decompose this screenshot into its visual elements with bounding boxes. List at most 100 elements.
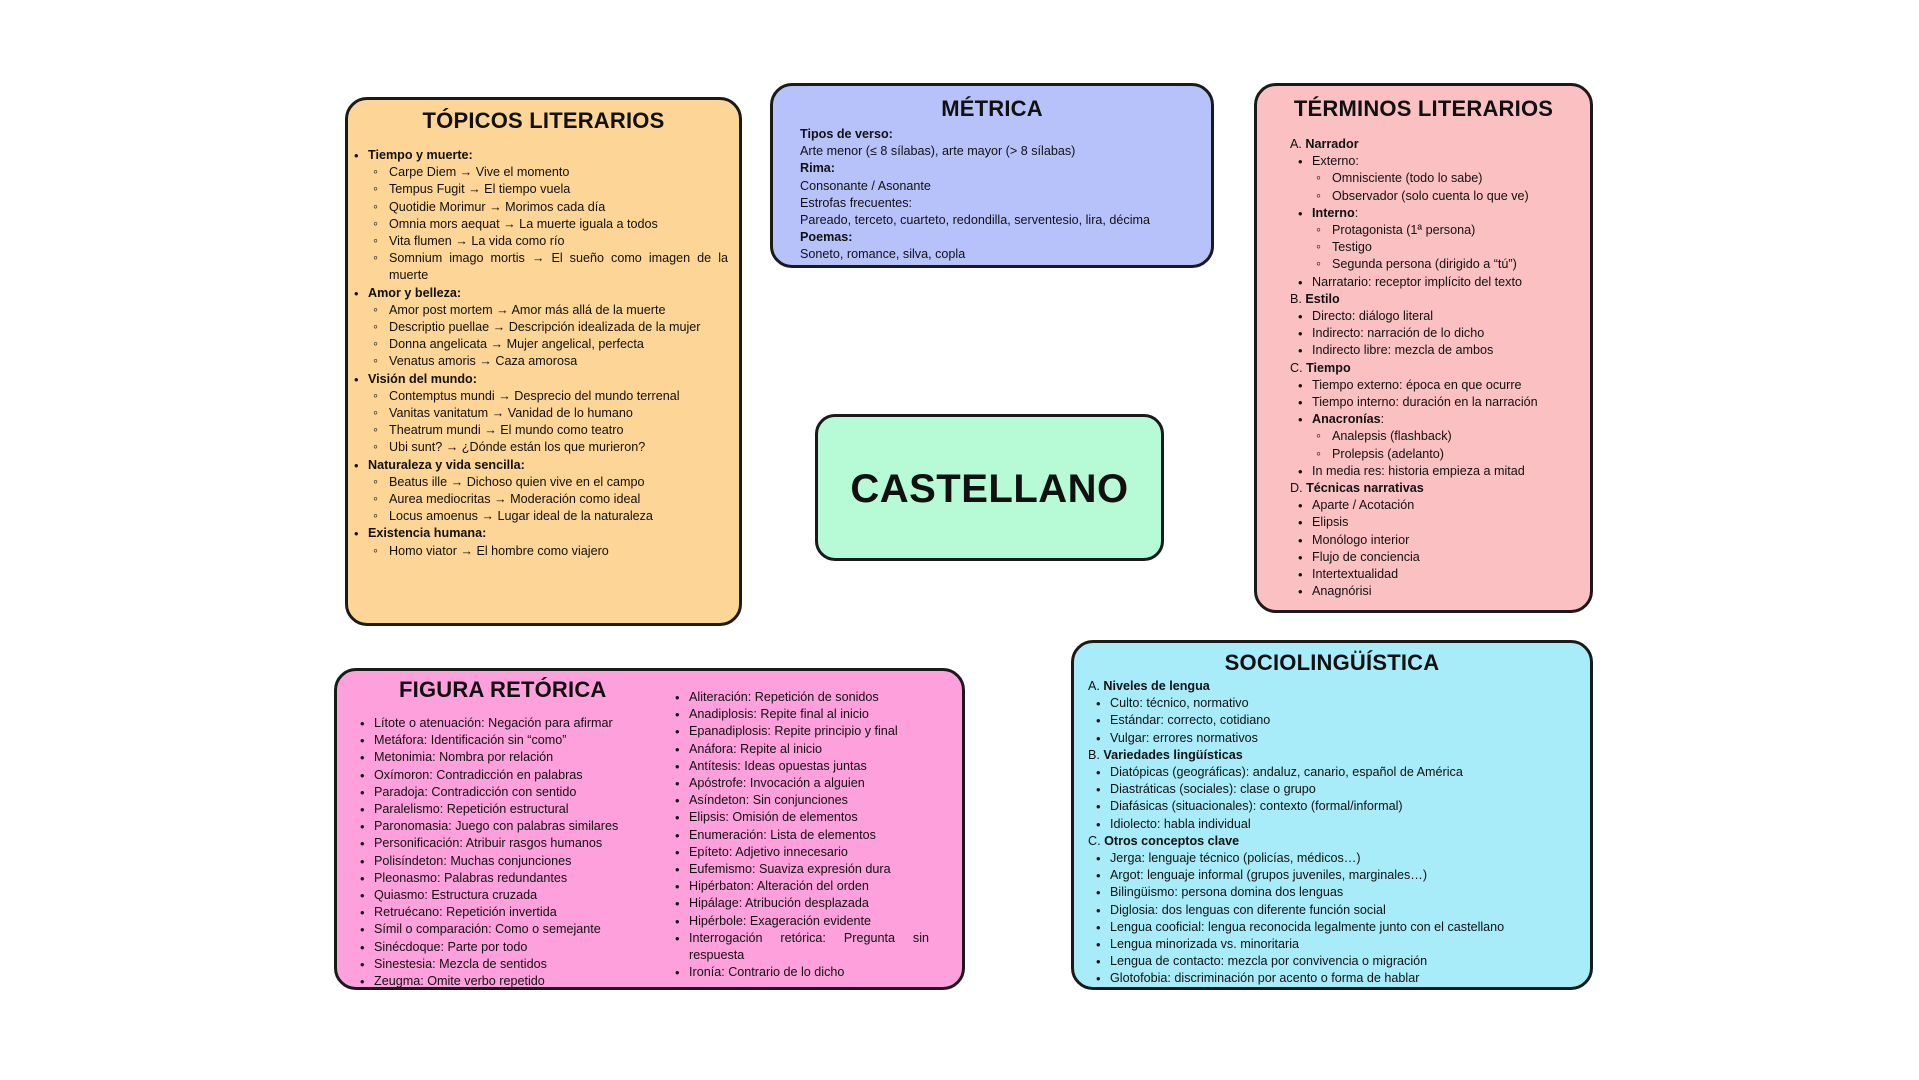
list-item: Somnium imago mortis → El sueño como ima… [373,249,728,284]
list-item: Lengua cooficial: lengua reconocida lega… [1096,919,1590,936]
list-item: Estándar: correcto, cotidiano [1096,712,1590,729]
section-a: A. Niveles de lengua [1088,678,1590,695]
section-label: Niveles de lengua [1103,679,1210,693]
figura-list-right: Aliteración: Repetición de sonidos Anadi… [675,689,929,982]
list-item: Venatus amoris → Caza amorosa [373,352,728,370]
list-item: Quiasmo: Estructura cruzada [360,887,659,904]
list-item: Metáfora: Identificación sin “como” [360,732,659,749]
list-item: Diatópicas (geográficas): andaluz, canar… [1096,764,1590,781]
list-item: Lengua minorizada vs. minoritaria [1096,936,1590,953]
list-item: Anacronías: Analepsis (flashback) Prolep… [1298,411,1590,463]
topicos-list: Tiempo y muerte: Carpe Diem → Vive el mo… [348,147,728,560]
list-item: Retruécano: Repetición invertida [360,904,659,921]
list-item: Directo: diálogo literal [1298,308,1590,325]
list-item: In media res: historia empieza a mitad [1298,463,1590,480]
list-item: Testigo [1316,238,1590,256]
figura-retorica-card: FIGURA RETÓRICA Lítote o atenuación: Neg… [334,668,965,990]
topicos-group: Amor y belleza: Amor post mortem → Amor … [354,285,728,371]
list-item: Epanadiplosis: Repite principio y final [675,723,929,740]
list-item: Amor post mortem → Amor más allá de la m… [373,301,728,319]
metrica-card: MÉTRICA Tipos de verso: Arte menor (≤ 8 … [770,83,1214,268]
anacronias-sublist: Analepsis (flashback) Prolepsis (adelant… [1312,427,1590,462]
figura-list-left: Lítote o atenuación: Negación para afirm… [360,715,659,987]
section-b: B. Estilo [1290,291,1590,308]
list-item: Sinestesia: Mezcla de sentidos [360,956,659,973]
metrica-body: Tipos de verso: Arte menor (≤ 8 sílabas)… [773,126,1211,264]
list-item: Contemptus mundi → Desprecio del mundo t… [373,387,728,405]
section-b: B. Variedades lingüísticas [1088,747,1590,764]
item-label: Interno [1312,205,1355,220]
section-label: Otros conceptos clave [1104,833,1240,848]
socio-heading: SOCIOLINGÜÍSTICA [1224,650,1440,675]
list-item: Símil o comparación: Como o semejante [360,921,659,938]
list-item: Paronomasia: Juego con palabras similare… [360,818,659,835]
list-item: Epíteto: Adjetivo innecesario [675,844,929,861]
list-item: Oxímoron: Contradicción en palabras [360,767,659,784]
list-item: Idiolecto: habla individual [1096,816,1590,833]
list-item: Elipsis: Omisión de elementos [675,809,929,826]
list-item: Diastráticas (sociales): clase o grupo [1096,781,1590,798]
central-title: CASTELLANO [850,467,1129,511]
metrica-line: Soneto, romance, silva, copla [800,247,966,262]
list-item: Metonimia: Nombra por relación [360,749,659,766]
list-item: Ironía: Contrario de lo dicho [675,964,929,981]
list-item: Monólogo interior [1298,532,1590,549]
list-item: Diafásicas (situacionales): contexto (fo… [1096,798,1590,815]
section-c: C. Tiempo [1290,360,1590,377]
section-prefix: A. [1088,679,1100,693]
terminos-heading: TÉRMINOS LITERARIOS [1293,96,1554,121]
list-item: Indirecto: narración de lo dicho [1298,325,1590,342]
topicos-group: Existencia humana: Homo viator → El homb… [354,525,728,560]
list-item: Hipérbole: Exageración evidente [675,913,929,930]
item-label: Externo: [1312,154,1359,169]
list-item: Locus amoenus → Lugar ideal de la natura… [373,507,728,525]
list-item: Diglosia: dos lenguas con diferente func… [1096,902,1590,919]
metrica-line: Estrofas frecuentes: [800,195,912,210]
list-item: Indirecto libre: mezcla de ambos [1298,342,1590,359]
section-a: A. Narrador [1290,136,1590,153]
section-c: C. Otros conceptos clave [1088,833,1590,850]
sociolinguistica-card: SOCIOLINGÜÍSTICA A. Niveles de lengua Cu… [1071,640,1593,990]
section-label: Variedades lingüísticas [1103,747,1243,762]
topicos-sublist: Contemptus mundi → Desprecio del mundo t… [368,387,728,457]
list-item: Anadiplosis: Repite final al inicio [675,706,929,723]
list-item: Sinécdoque: Parte por todo [360,939,659,956]
list-item: Theatrum mundi → El mundo como teatro [373,421,728,439]
list-item: Aparte / Acotación [1298,497,1590,514]
tiempo-list: Tiempo externo: época en que ocurre Tiem… [1290,377,1590,480]
group-label: Tiempo y muerte: [368,148,473,162]
list-item: Flujo de conciencia [1298,549,1590,566]
list-item: Omnisciente (todo lo sabe) [1316,169,1590,187]
list-item: Vita flumen → La vida como río [373,232,728,250]
topicos-sublist: Homo viator → El hombre como viajero [368,542,728,560]
list-item: Eufemismo: Suaviza expresión dura [675,861,929,878]
topicos-group: Visión del mundo: Contemptus mundi → Des… [354,371,728,457]
list-item: Argot: lenguaje informal (grupos juvenil… [1096,867,1590,884]
section-label: Tiempo [1306,360,1351,375]
section-prefix: C. [1088,833,1101,848]
metrica-line: Rima: [800,161,835,176]
list-item: Lítote o atenuación: Negación para afirm… [360,715,659,732]
interno-sublist: Protagonista (1ª persona) Testigo Segund… [1312,221,1590,274]
group-label: Naturaleza y vida sencilla: [368,457,525,472]
list-item: Beatus ille → Dichoso quien vive en el c… [373,473,728,491]
list-item: Hipérbaton: Alteración del orden [675,878,929,895]
list-item: Intertextualidad [1298,566,1590,583]
list-item: Personificación: Atribuir rasgos humanos [360,835,659,852]
list-item: Enumeración: Lista de elementos [675,827,929,844]
section-prefix: B. [1290,291,1302,306]
list-item: Externo: Omnisciente (todo lo sabe) Obse… [1298,153,1590,205]
list-item: Culto: técnico, normativo [1096,695,1590,712]
group-label: Visión del mundo: [368,371,477,386]
list-item: Anagnórisi [1298,583,1590,600]
list-item: Tiempo externo: época en que ocurre [1298,377,1590,394]
section-prefix: B. [1088,747,1100,762]
list-item: Hipálage: Atribución desplazada [675,895,929,912]
list-item: Analepsis (flashback) [1316,427,1590,445]
topicos-sublist: Amor post mortem → Amor más allá de la m… [368,301,728,371]
section-prefix: A. [1290,137,1302,151]
externo-sublist: Omnisciente (todo lo sabe) Observador (s… [1312,169,1590,204]
niveles-list: Culto: técnico, normativo Estándar: corr… [1088,695,1590,747]
topicos-literarios-card: TÓPICOS LITERARIOS Tiempo y muerte: Carp… [345,97,742,626]
list-item: Descriptio puellae → Descripción idealiz… [373,318,728,336]
